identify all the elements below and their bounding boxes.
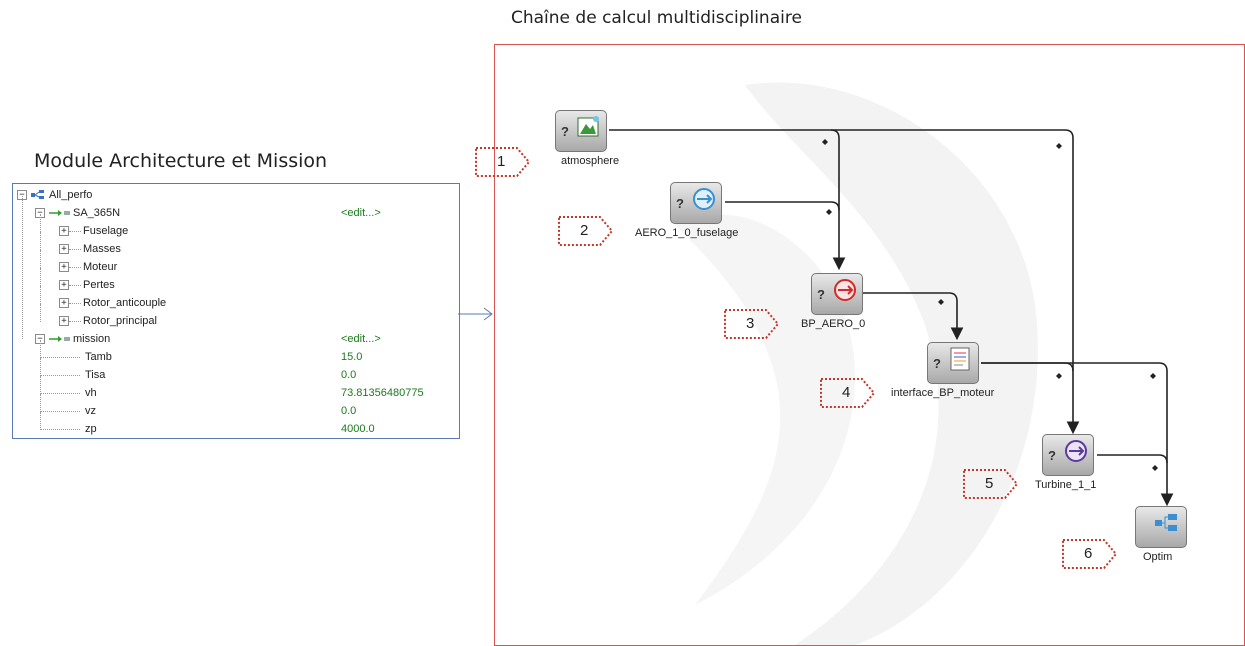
callout-6: 6	[1062, 539, 1118, 569]
tree-icon	[1155, 514, 1177, 531]
tree-row-rotor-principal[interactable]: + Rotor_principal	[13, 304, 459, 330]
question-mark-icon: ?	[676, 196, 684, 211]
edit-link[interactable]: <edit...>	[341, 333, 381, 345]
tree-row-mission[interactable]: − mission <edit...>	[13, 202, 459, 348]
callout-1: 1	[475, 147, 531, 177]
node-label-turbine: Turbine_1_1	[1035, 479, 1097, 491]
tree-row-zp: zp 4000.0	[13, 412, 459, 438]
tree-value[interactable]: 0.0	[341, 369, 357, 381]
expand-icon[interactable]: +	[59, 226, 69, 236]
tree-row-tamb: Tamb 15.0	[13, 340, 459, 366]
tree-label: Rotor_anticouple	[83, 297, 167, 309]
tree-label: Rotor_principal	[83, 315, 157, 327]
tree-label: Masses	[83, 243, 121, 255]
expand-icon[interactable]: +	[59, 298, 69, 308]
node-bp-aero[interactable]: ?	[811, 273, 865, 317]
tree-row-sa365n[interactable]: − SA_365N <edit...>	[13, 196, 459, 222]
link-arrow-icon	[49, 336, 70, 342]
node-turbine[interactable]: ?	[1042, 434, 1096, 478]
expand-icon[interactable]: +	[59, 280, 69, 290]
expand-icon[interactable]: +	[59, 244, 69, 254]
tree-value[interactable]: 4000.0	[341, 423, 375, 435]
tree-label: Moteur	[83, 261, 118, 273]
tree-label: Tamb	[85, 351, 112, 363]
node-label-optim: Optim	[1143, 551, 1173, 563]
tree-label: Fuselage	[83, 225, 129, 237]
tree-label: All_perfo	[49, 189, 93, 201]
tree-label: SA_365N	[73, 207, 121, 219]
tree-row-tisa: Tisa 0.0	[13, 358, 459, 384]
connector-arrow-icon	[458, 307, 493, 321]
callout-3: 3	[724, 309, 780, 339]
hierarchy-icon	[31, 190, 44, 199]
question-mark-icon: ?	[1048, 448, 1056, 463]
link-arrow-icon	[49, 210, 70, 216]
tree-row-vh: vh 73.81356480775	[13, 376, 459, 402]
calculation-chain-title: Chaîne de calcul multidisciplinaire	[511, 8, 802, 28]
tree-row-vz: vz 0.0	[13, 394, 459, 420]
tree-row-moteur[interactable]: + Moteur	[13, 250, 459, 276]
node-label-interface: interface_BP_moteur	[891, 387, 995, 399]
spreadsheet-icon	[577, 116, 599, 137]
node-aero-fuselage[interactable]: ?	[670, 182, 724, 226]
question-mark-icon: ?	[817, 287, 825, 302]
node-label-aero-fuselage: AERO_1_0_fuselage	[635, 227, 739, 239]
edit-link[interactable]: <edit...>	[341, 207, 381, 219]
tree-label: vh	[85, 387, 97, 399]
watermark-logo	[675, 82, 1038, 645]
cycle-icon	[1065, 440, 1087, 462]
node-interface-bp-moteur[interactable]: ?	[927, 342, 981, 386]
cycle-icon	[834, 279, 856, 301]
node-label-atmosphere: atmosphere	[561, 155, 620, 167]
callout-5: 5	[963, 469, 1019, 499]
tree-row-pertes[interactable]: + Pertes	[13, 268, 459, 294]
document-icon	[950, 347, 970, 371]
question-mark-icon: ?	[561, 124, 569, 139]
callout-2: 2	[558, 216, 614, 246]
tree-row-rotor-anticouple[interactable]: + Rotor_anticouple	[13, 286, 459, 312]
node-optim[interactable]	[1135, 506, 1189, 550]
module-architecture-title: Module Architecture et Mission	[34, 150, 328, 172]
workflow-canvas: ? atmosphere ? AERO_1_0_fuselage ? BP_AE…	[494, 44, 1245, 646]
tree-label: vz	[85, 405, 96, 417]
expand-icon[interactable]: +	[59, 262, 69, 272]
tree-value[interactable]: 73.81356480775	[341, 387, 424, 399]
tree-label: Tisa	[85, 369, 106, 381]
architecture-tree-panel: − All_perfo − SA_365N <edit...> + Fusela…	[12, 183, 460, 439]
tree-label: zp	[85, 423, 97, 435]
tree-value[interactable]: 15.0	[341, 351, 363, 363]
tree-row-all-perfo[interactable]: − All_perfo	[13, 186, 459, 204]
question-mark-icon: ?	[933, 356, 941, 371]
tree-label: Pertes	[83, 279, 115, 291]
expand-icon[interactable]: +	[59, 316, 69, 326]
tree-row-masses[interactable]: + Masses	[13, 232, 459, 258]
node-atmosphere[interactable]: ?	[555, 110, 609, 154]
tree-row-fuselage[interactable]: + Fuselage	[13, 214, 459, 240]
callout-4: 4	[820, 378, 876, 408]
cycle-icon	[693, 188, 715, 210]
workflow-connections	[609, 129, 1174, 507]
tree-value[interactable]: 0.0	[341, 405, 357, 417]
node-label-bp-aero: BP_AERO_0	[801, 318, 866, 330]
tree-label: mission	[73, 333, 111, 345]
